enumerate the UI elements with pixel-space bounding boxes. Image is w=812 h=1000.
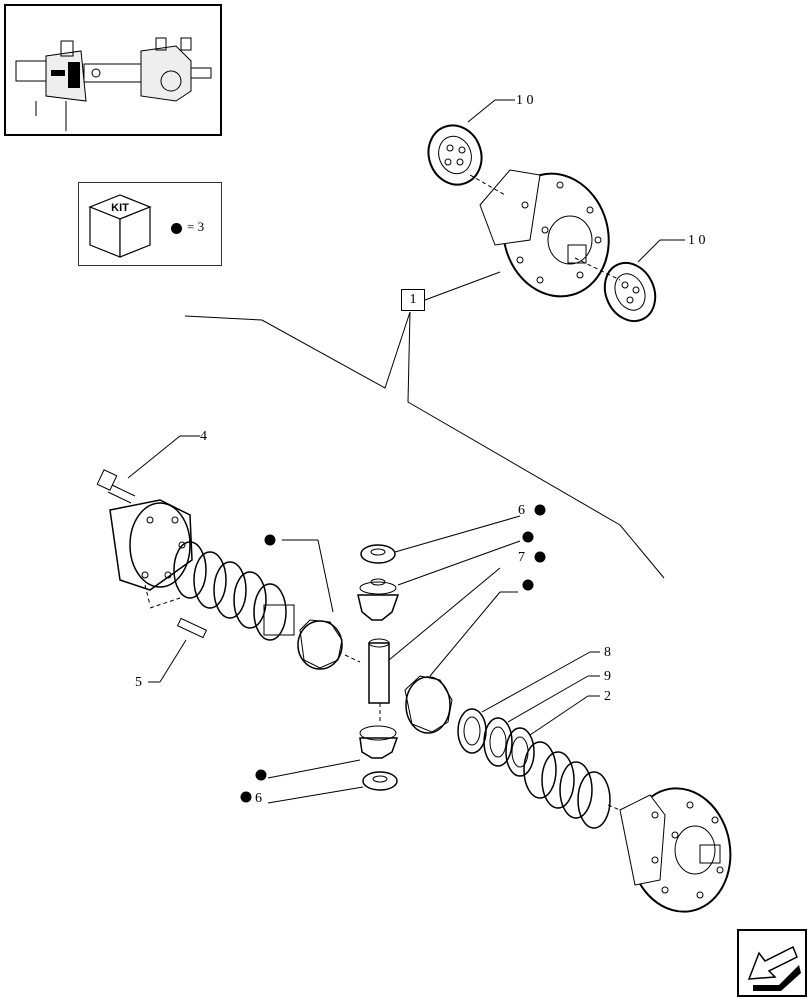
housing-half-right [619,787,732,913]
axle-thumbnail [4,4,222,136]
next-page-button[interactable] [737,929,807,997]
callout-10-top: 1 0 [516,93,534,108]
reference-box: 1 [401,289,425,311]
pinion-gear-bottom [359,725,399,759]
bearing-top [427,124,483,186]
bullet-dot-icon [240,791,252,803]
thrust-washer-8 [457,708,487,754]
callout-6-bottom: 6 [255,791,262,806]
cross-pin [368,638,390,704]
differential-housing-top [479,169,610,298]
callout-2: 2 [604,689,611,704]
next-page-arrow-icon [747,945,801,991]
bullet-dot-icon [522,579,534,591]
leader-1-right [407,311,665,579]
washer-bottom [362,771,398,791]
clutch-pack-left [173,541,295,641]
callout-9: 9 [604,669,611,684]
clutch-disc-9 [483,717,513,767]
callout-5: 5 [135,675,142,690]
side-gear-right [404,675,453,734]
bullet-dot-icon [534,551,546,563]
bullet-dot-icon [534,504,546,516]
axle-thumbnail-icon [15,37,212,131]
washer-top [360,544,396,564]
bullet-dot-icon [264,534,276,546]
bullet-dot-icon [255,769,267,781]
leader-1-housing [424,271,501,301]
kit-legend: KIT = 3 [78,182,222,266]
leader-1-left [184,311,411,389]
housing-half-left [109,499,193,591]
kit-cube-icon: KIT [88,194,152,258]
kit-label: KIT [111,202,129,214]
callout-10-right: 1 0 [688,233,706,248]
bolt [96,469,136,504]
callout-4: 4 [200,429,207,444]
bullet-dot-icon [171,223,182,234]
bullet-dot-icon [522,531,534,543]
bearing-right [603,261,657,323]
clutch-pack-right [523,741,611,829]
callout-7: 7 [518,550,525,565]
side-gear-left [297,619,343,670]
kit-quantity: = 3 [187,219,205,234]
pinion-gear-top [357,578,400,621]
callout-8: 8 [604,645,611,660]
callout-6-top: 6 [518,503,525,518]
